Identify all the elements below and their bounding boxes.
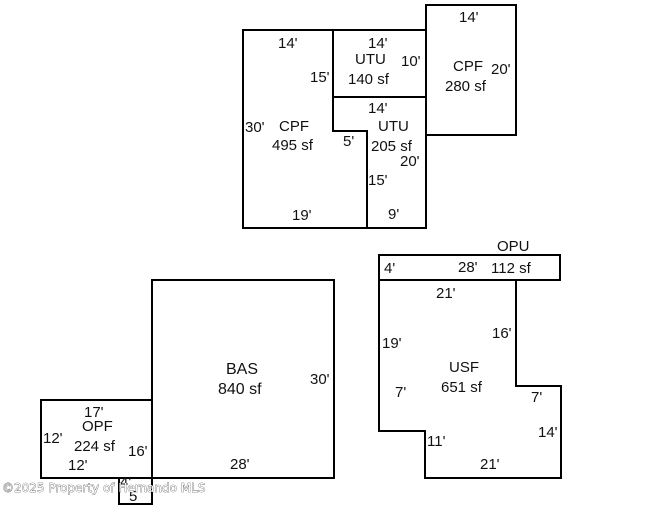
cpf-495-dim-bottom: 19' <box>292 207 312 224</box>
utu-140-dim-top: 14' <box>368 35 388 52</box>
utu-140-dim-right: 10' <box>401 53 421 70</box>
cpf-280-outline <box>425 4 517 136</box>
usf-651-dim-bottom: 21' <box>480 456 500 473</box>
cpf-495-area: 495 sf <box>272 137 314 154</box>
usf-651-dim-left-lower: 11' <box>427 433 446 450</box>
cpf-495-dim-left: 30' <box>245 119 265 136</box>
opf-224-step-outline <box>118 477 153 505</box>
utu-205-dim-right: 20' <box>400 153 420 170</box>
opf-224-code: OPF <box>82 418 113 435</box>
area-opf-224: OPF 224 sf 17' 12' 16' 12' 4' 5 <box>40 399 153 505</box>
usf-651-dim-right-upper: 16' <box>492 325 512 342</box>
opf-224-dim-left: 12' <box>43 430 63 447</box>
usf-651-dim-top: 21' <box>436 285 456 302</box>
opf-224-dim-step-side: 5 <box>129 488 137 505</box>
area-opu-112: OPU 112 sf 4' 28' <box>378 238 561 281</box>
opf-224-dim-bottom: 12' <box>68 457 88 474</box>
utu-140-code: UTU <box>355 51 386 68</box>
cpf-495-dim-notch-side: 5' <box>343 133 354 150</box>
bas-840-area: 840 sf <box>218 381 262 398</box>
usf-651-dim-left: 19' <box>382 335 402 352</box>
usf-651-area: 651 sf <box>441 379 483 396</box>
cpf-280-code: CPF <box>453 58 483 75</box>
utu-205-dim-left: 15' <box>368 172 388 189</box>
utu-140-area: 140 sf <box>348 71 390 88</box>
utu-205-area: 205 sf <box>371 138 413 155</box>
area-cpf-280: CPF 280 sf 14' 20' <box>425 4 517 136</box>
usf-651-dim-right-step: 7' <box>531 389 542 406</box>
utu-205-dim-bottom: 9' <box>388 206 399 223</box>
opf-224-dim-top: 17' <box>84 404 104 421</box>
opf-224-area: 224 sf <box>74 438 116 455</box>
utu-205-code: UTU <box>378 118 409 135</box>
cpf-495-dim-top: 14' <box>278 35 298 52</box>
cpf-495-dim-right-upper: 15' <box>310 69 330 86</box>
bas-840-code: BAS <box>226 361 258 378</box>
opu-112-outline <box>378 254 561 281</box>
opu-112-dim-left: 4' <box>384 260 395 277</box>
area-utu-140: UTU 140 sf 14' 10' <box>332 29 427 98</box>
area-bas-840: BAS 840 sf 30' 28' <box>151 279 335 479</box>
usf-651-code: USF <box>449 359 479 376</box>
bas-840-dim-right: 30' <box>310 371 330 388</box>
utu-205-dim-top: 14' <box>368 100 388 117</box>
cpf-280-dim-right: 20' <box>491 61 511 78</box>
opf-224-outline <box>40 399 153 479</box>
cpf-280-area: 280 sf <box>445 78 487 95</box>
usf-651-dim-left-step: 7' <box>395 384 406 401</box>
bas-840-outline <box>151 279 335 479</box>
usf-651-dim-right-lower: 14' <box>538 424 558 441</box>
watermark-text: ©2025 Property of Hernando MLS <box>2 481 205 495</box>
area-utu-205: UTU 205 sf 14' 20' 15' 9' <box>332 96 427 229</box>
opu-112-dim-top: 28' <box>458 259 478 276</box>
opf-224-dim-step-top: 4' <box>120 474 131 491</box>
opu-112-area: 112 sf <box>491 260 532 277</box>
area-usf-651: USF 651 sf 21' 16' 19' 7' 7' 14' 11' 21' <box>378 279 562 479</box>
opf-224-dim-right: 16' <box>128 443 148 460</box>
bas-840-dim-bottom: 28' <box>230 456 250 473</box>
usf-651-outline <box>378 279 562 479</box>
cpf-280-dim-top: 14' <box>459 9 479 26</box>
cpf-495-code: CPF <box>279 118 309 135</box>
opu-112-code: OPU <box>497 238 530 255</box>
